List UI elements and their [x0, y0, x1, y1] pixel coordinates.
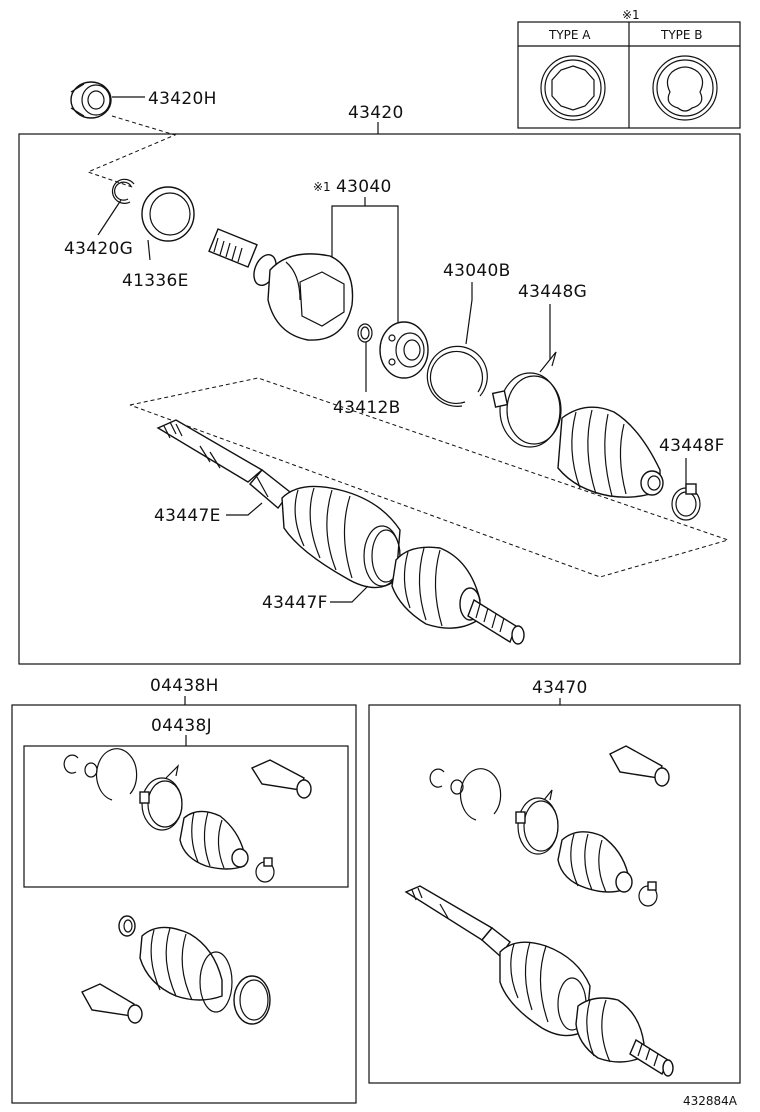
type-a-label: TYPE A [548, 28, 591, 42]
outer-boot-43447E [281, 485, 401, 589]
kit-04438J-frame [23, 745, 349, 888]
circlip-43040B [426, 345, 488, 407]
boot-band-43448G [491, 351, 562, 448]
inner-boot-43447F [391, 546, 525, 645]
type-inset: ※1 TYPE A TYPE B [517, 8, 741, 129]
boot-band-43448F [671, 483, 701, 521]
label-43470: 43470 [532, 678, 588, 698]
label-41336E: 41336E [122, 271, 189, 291]
label-43040-mark: ※1 [313, 180, 331, 194]
outer-cv-joint-43040 [208, 228, 354, 341]
label-43040B: 43040B [443, 261, 511, 281]
inner-race-cage [379, 321, 429, 379]
type-a-spline-icon [540, 55, 606, 121]
kit-04438H-parts [81, 915, 271, 1025]
label-43420G: 43420G [64, 239, 133, 259]
assembly-43420-frame [18, 133, 741, 665]
label-04438J: 04438J [151, 716, 212, 736]
label-43420H: 43420H [148, 89, 217, 109]
label-43448G: 43448G [518, 282, 587, 302]
snap-ring-43420G [97, 178, 135, 236]
label-43447E: 43447E [154, 506, 221, 526]
type-b-label: TYPE B [660, 28, 703, 42]
kit-04438H-frame [11, 704, 357, 1104]
snap-ring-43412B [357, 323, 373, 392]
kit-04438J-parts [63, 748, 312, 883]
seal-41336E [141, 186, 195, 261]
drive-shaft [156, 419, 291, 510]
assembly-43470-frame [368, 704, 741, 1084]
label-43420: 43420 [348, 103, 404, 123]
label-43040: 43040 [336, 177, 392, 197]
label-43447F: 43447F [262, 593, 328, 613]
kit-type-note: ※1 [622, 8, 640, 22]
assembly-43470-parts [404, 745, 674, 1077]
diagram-id: 432884A [683, 1094, 738, 1108]
label-04438H: 04438H [150, 676, 219, 696]
type-b-tripod-icon [652, 55, 718, 121]
inner-boot [557, 406, 664, 498]
bearing-43420H [70, 81, 145, 119]
label-43412B: 43412B [333, 398, 401, 418]
label-43448F: 43448F [659, 436, 725, 456]
